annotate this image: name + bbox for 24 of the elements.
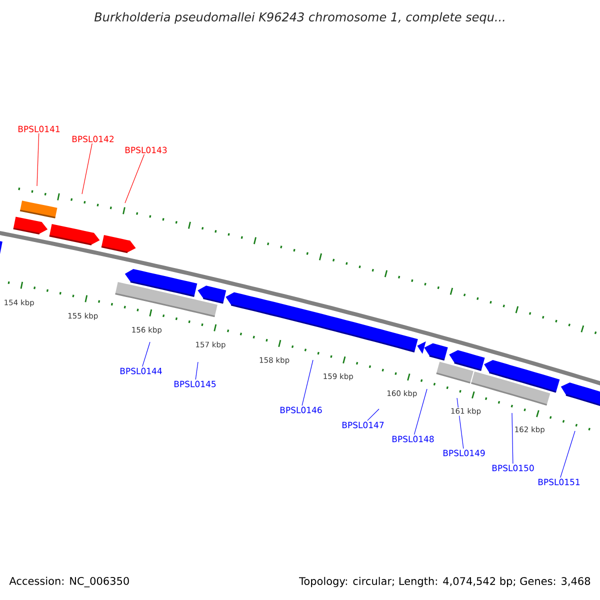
summary-text: Topology: circular; Length: 4,074,542 bp; Genes: 3,468 bbox=[299, 576, 590, 588]
leader-line bbox=[195, 362, 198, 380]
gene-label: BPSL0151 bbox=[538, 478, 580, 486]
leader-line bbox=[302, 360, 314, 406]
gene-label: BPSL0144 bbox=[120, 368, 162, 374]
leader-line bbox=[142, 342, 150, 367]
title: Burkholderia pseudomallei K96243 chromosome 1, complete sequ... bbox=[94, 12, 504, 24]
leader-line bbox=[414, 388, 428, 435]
gene-label: BPSL0142 bbox=[72, 136, 114, 142]
leader-line bbox=[36, 133, 40, 186]
accession-text: Accession: NC_006350 bbox=[9, 576, 129, 588]
gene-label: BPSL0145 bbox=[174, 380, 216, 388]
leader-line bbox=[512, 412, 514, 464]
gene-label: BPSL0147 bbox=[342, 422, 384, 428]
gene-label: BPSL0148 bbox=[392, 436, 434, 442]
leader-line bbox=[124, 154, 145, 204]
gene-label: BPSL0146 bbox=[280, 406, 322, 414]
gene-label: BPSL0149 bbox=[443, 450, 485, 456]
leader-line bbox=[560, 430, 576, 478]
gene-label: BPSL0141 bbox=[18, 126, 60, 132]
gene-label: BPSL0143 bbox=[125, 146, 167, 154]
leader-line bbox=[367, 408, 380, 421]
gene-label: BPSL0150 bbox=[492, 464, 534, 472]
leader-line bbox=[82, 143, 92, 194]
